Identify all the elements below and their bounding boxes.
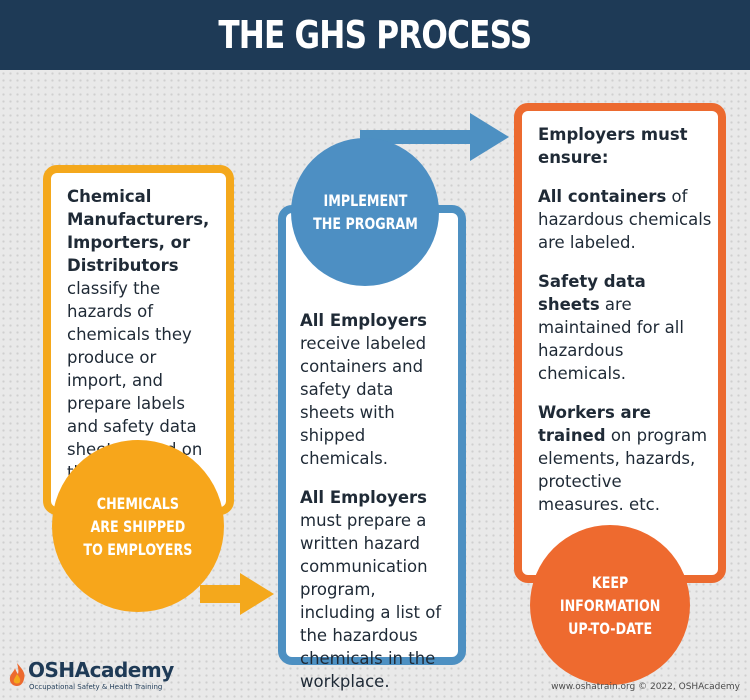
ensure-p1-text: of hazardous chemicals are labeled. [538,187,712,252]
shipped-circle: CHEMICALS ARE SHIPPED TO EMPLOYERS [52,440,224,612]
employers-p1-bold: All Employers [300,311,427,330]
ensure-p1-bold: All containers [538,187,667,206]
implement-circle: IMPLEMENT THE PROGRAM [291,138,439,286]
oshacademy-logo: OSHAcademy Occupational Safety & Health … [6,658,206,698]
ensure-p3-text: on program elements, hazards, protective… [538,426,708,514]
page-title: THE GHS PROCESS [0,0,750,70]
logo-text: OSHAcademy [28,658,174,682]
ensure-p3-bold: Workers are trained [538,403,651,445]
manufacturers-text: classify the hazards of chemicals they p… [67,279,203,505]
arrow-right-icon [200,573,274,615]
flame-icon [9,663,25,686]
logo-subtitle: Occupational Safety & Health Training [29,683,163,691]
ensure-p2-bold: Safety data sheets [538,272,646,314]
arrow-right-icon [360,113,509,161]
manufacturers-bold: Chemical Manufacturers, Importers, or Di… [67,187,210,275]
employers-p2-text: must prepare a written hazard communicat… [300,511,442,691]
credit-text: www.oshatrain.org © 2022, OSHAcademy [551,682,740,692]
ensure-card: Employers must ensure: All containers of… [514,103,726,583]
employers-p1-text: receive labeled containers and safety da… [300,334,427,468]
ensure-p2-text: are maintained for all hazardous chemica… [538,295,684,383]
employers-p2-bold: All Employers [300,488,427,507]
update-circle: KEEP INFORMATION UP-TO-DATE [530,525,690,685]
ensure-heading: Employers must ensure: [538,125,688,167]
